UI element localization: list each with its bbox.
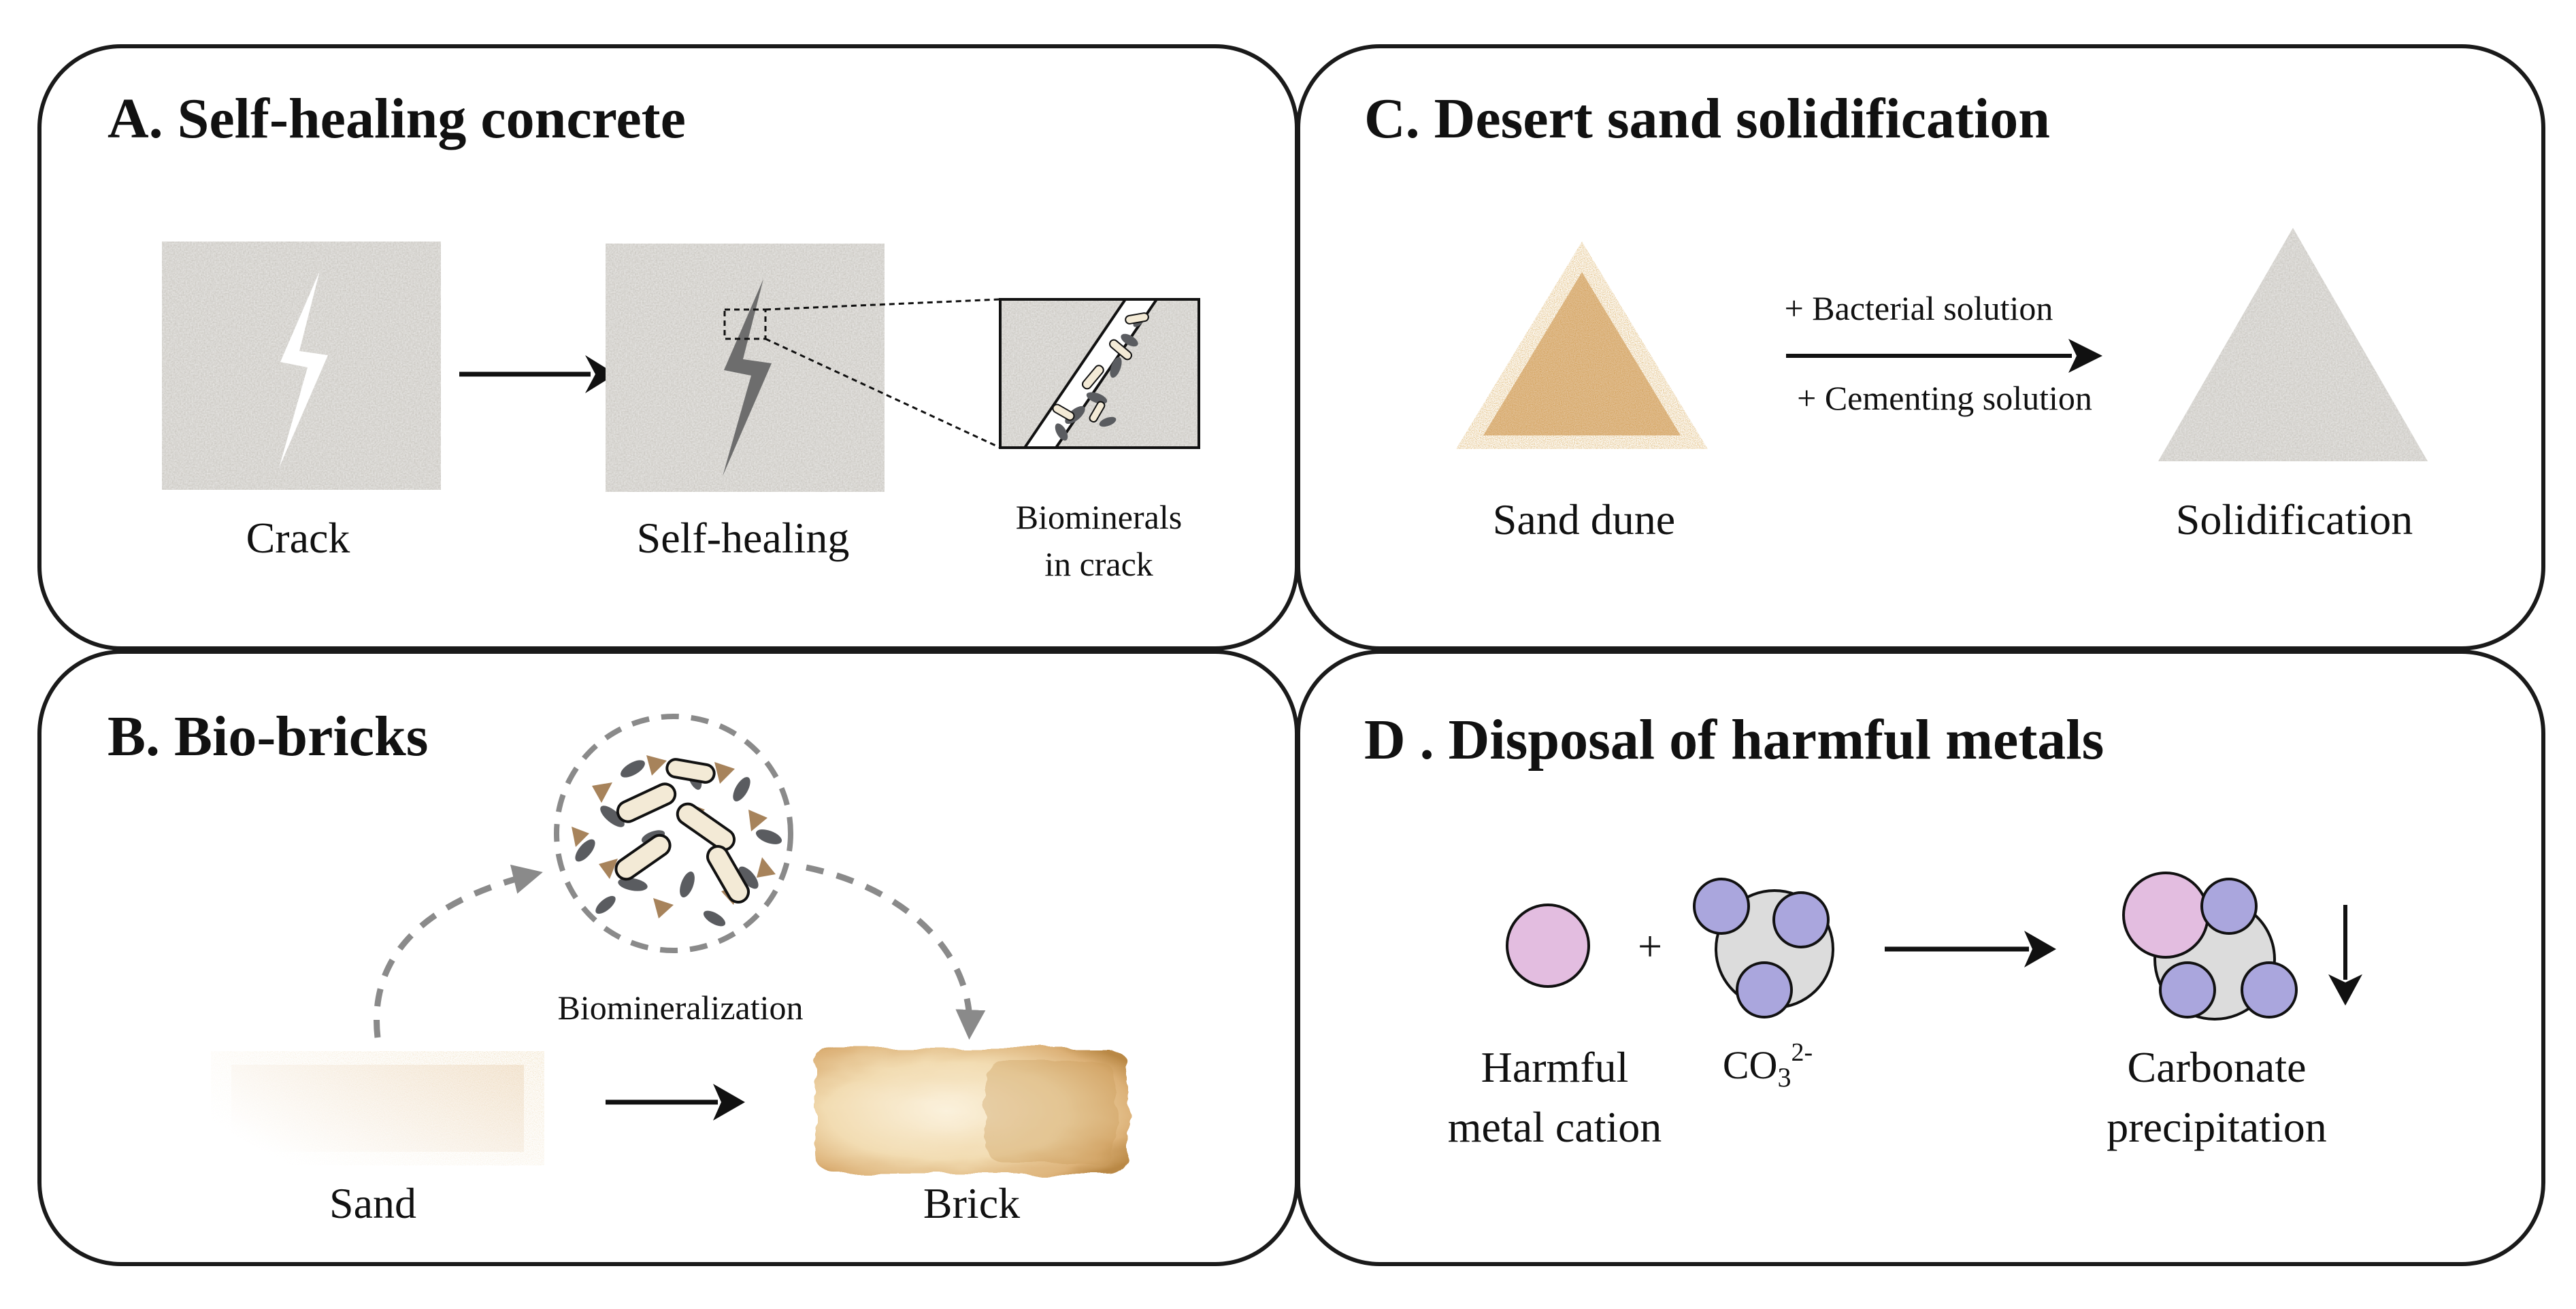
crack-shape xyxy=(279,271,328,468)
biomineralization-circle xyxy=(554,714,793,953)
carbonate-ion xyxy=(1693,878,1834,1018)
brick xyxy=(815,1048,1128,1174)
metal-cation-circle xyxy=(1506,904,1590,988)
sand-pile xyxy=(211,1051,544,1165)
biomineral-particles xyxy=(1052,312,1149,441)
arrow-sand-to-brick-head xyxy=(713,1084,745,1121)
dashed-arrow-bio-to-brick xyxy=(806,864,986,1040)
zoom-source-box xyxy=(723,308,767,340)
zoom-inset xyxy=(999,298,1200,449)
sand-dune xyxy=(1456,242,1708,449)
solidified-pyramid xyxy=(2158,228,2428,461)
cementing-solution-label: + Cementing solution xyxy=(1797,379,2092,417)
dashed-arrow-sand-to-bio xyxy=(374,864,543,1038)
panel-d-title: D . Disposal of harmful metals xyxy=(1364,708,2104,772)
crack-label: Crack xyxy=(246,514,350,562)
arrow-reaction-head xyxy=(2024,931,2056,967)
precip-label-line1: Carbonate xyxy=(2128,1043,2307,1091)
zoom-guide-top xyxy=(765,298,1001,311)
panel-c-frame xyxy=(1296,44,2545,650)
solidification-label: Solidification xyxy=(2176,495,2413,544)
zoom-label-line2: in crack xyxy=(1044,545,1153,583)
carbonate-label: CO32- xyxy=(1723,1038,1813,1093)
healed-crack-shape xyxy=(723,279,772,476)
cation-label-line2: metal cation xyxy=(1448,1103,1662,1151)
arrow-crack-to-healing-head xyxy=(585,355,616,393)
bacterial-solution-label: + Bacterial solution xyxy=(1785,289,2053,327)
biomineralization-label: Biomineralization xyxy=(557,989,803,1027)
panel-b-title: B. Bio-bricks xyxy=(108,705,428,768)
plus-sign: + xyxy=(1638,922,1662,970)
arrow-dune-to-solid-head xyxy=(2068,339,2102,373)
healing-label: Self-healing xyxy=(637,514,850,562)
sand-label: Sand xyxy=(329,1179,416,1227)
carbonate-precipitate xyxy=(2122,872,2298,1021)
zoom-label-line1: Biominerals xyxy=(1016,498,1182,536)
zoom-guide-bottom xyxy=(765,337,1001,449)
panel-d-frame xyxy=(1296,650,2545,1266)
panel-a-title: A. Self-healing concrete xyxy=(108,87,686,150)
sand-dune-label: Sand dune xyxy=(1493,495,1675,544)
brick-label: Brick xyxy=(923,1179,1020,1227)
cation-label-line1: Harmful xyxy=(1481,1043,1629,1091)
precip-label-line2: precipitation xyxy=(2107,1103,2326,1151)
panel-c-title: C. Desert sand solidification xyxy=(1364,87,2050,150)
precipitation-down-arrow-head xyxy=(2328,974,2362,1006)
